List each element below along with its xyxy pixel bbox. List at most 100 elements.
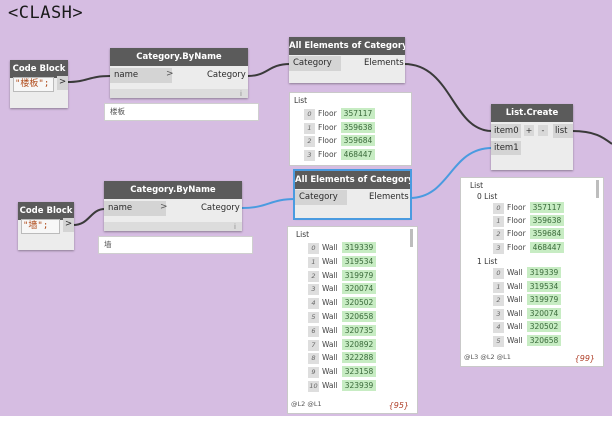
output-port-label[interactable]: Category <box>201 203 240 213</box>
item-index: 7 <box>308 339 319 351</box>
node-header: Code Block <box>18 202 74 220</box>
item-index: 5 <box>308 312 319 323</box>
add-input-button[interactable]: + <box>524 125 534 136</box>
input-port-name[interactable] <box>110 68 172 83</box>
code-input[interactable]: "楼板"; <box>13 77 54 92</box>
item-type: Floor <box>318 109 337 118</box>
item-index: 3 <box>308 284 319 296</box>
output-port-label[interactable]: Elements <box>364 58 404 68</box>
wire-all1-to-listcreate[interactable] <box>403 63 493 132</box>
item-index: 2 <box>493 295 504 306</box>
sublist-label-1[interactable]: 1 List <box>477 257 498 266</box>
preview-scrollbar[interactable] <box>596 180 599 198</box>
preview-scrollbar[interactable] <box>410 229 413 247</box>
element-id: 320502 <box>526 321 562 332</box>
item-type: Wall <box>322 284 338 294</box>
output-port-label[interactable]: Category <box>207 70 246 80</box>
category-byname-node-2[interactable]: Category.ByName name > Category i <box>104 181 242 231</box>
item-index: 1 <box>304 122 315 134</box>
output-port-label[interactable]: Elements <box>369 192 409 202</box>
info-icon: i <box>240 90 242 98</box>
node-header: Category.ByName <box>110 48 248 66</box>
remove-input-button[interactable]: - <box>538 125 548 136</box>
input-port-item0[interactable] <box>491 124 521 138</box>
wire-cat2-to-all2[interactable] <box>241 198 296 209</box>
input-port-label: name <box>108 203 133 213</box>
category-value-display-2: 墙 <box>98 236 253 254</box>
code-block-node-1[interactable]: Code Block "楼板"; > <box>10 60 68 108</box>
item-type: Wall <box>322 339 338 349</box>
item-type: Wall <box>507 322 523 331</box>
element-id: 320074 <box>341 283 377 295</box>
input-port-name[interactable] <box>104 201 166 216</box>
output-port-list[interactable] <box>553 124 573 138</box>
graph-canvas[interactable]: <CLASH> Code Block "楼板"; > Category.ByNa… <box>0 0 612 416</box>
category-value-display-1: 楼板 <box>104 103 259 121</box>
output-port-label: > <box>65 219 73 229</box>
item-index: 5 <box>493 335 504 347</box>
code-block-node-2[interactable]: Code Block "墙"; > <box>18 202 74 250</box>
wire-cb1-to-cat1[interactable] <box>66 75 111 83</box>
all-elements-node-1[interactable]: All Elements of Category Category Elemen… <box>289 37 405 83</box>
wire-cb2-to-cat2[interactable] <box>72 208 106 226</box>
item-index: 0 <box>493 203 504 214</box>
code-input[interactable]: "墙"; <box>21 219 60 234</box>
item-type: Wall <box>322 298 338 308</box>
node-header: List.Create <box>491 104 573 122</box>
category-byname-node-1[interactable]: Category.ByName name > Category i <box>110 48 248 98</box>
output-port[interactable] <box>63 218 74 232</box>
input-port-label: Category <box>293 58 332 68</box>
element-id: 320735 <box>341 324 377 336</box>
item-index: 2 <box>493 229 504 241</box>
list-create-node[interactable]: List.Create item0 + - list item1 <box>491 104 573 170</box>
element-id: 357117 <box>529 202 565 213</box>
item-type: Floor <box>507 242 526 252</box>
input-port-label: item1 <box>494 143 519 153</box>
sublist-label-0[interactable]: 0 List <box>477 192 498 201</box>
item-type: Wall <box>507 308 523 318</box>
item-type: Floor <box>318 149 337 159</box>
element-id: 320892 <box>341 338 377 350</box>
item-type: Wall <box>322 367 338 377</box>
element-id: 323158 <box>341 366 377 378</box>
item-type: Wall <box>507 335 523 345</box>
input-port-category[interactable] <box>289 56 341 71</box>
node-header: All Elements of Category <box>295 171 410 189</box>
list-levels: @L3 @L2 @L1 <box>464 353 511 361</box>
wire-all2-to-listcreate[interactable] <box>409 147 493 199</box>
input-port-label: item0 <box>494 126 519 136</box>
item-index: 0 <box>304 109 315 120</box>
output-port-label: list <box>555 126 568 136</box>
all-elements-node-2[interactable]: All Elements of Category Category Elemen… <box>293 169 412 220</box>
input-port-category[interactable] <box>295 190 347 205</box>
element-id: 359684 <box>340 135 376 146</box>
input-port-label: name <box>114 70 139 80</box>
input-port-item1[interactable] <box>491 141 521 155</box>
wires-layer <box>66 63 612 226</box>
item-type: Wall <box>322 353 338 363</box>
wire-listcreate-out[interactable] <box>571 130 612 145</box>
node-header: All Elements of Category <box>289 37 405 55</box>
element-id: 468447 <box>529 241 565 253</box>
chevron-right-icon: > <box>166 69 174 79</box>
item-index: 1 <box>493 281 504 293</box>
wire-cat1-to-all1[interactable] <box>247 63 291 77</box>
element-id: 319534 <box>526 280 562 292</box>
item-type: Wall <box>322 312 338 321</box>
element-id: 319534 <box>341 255 377 267</box>
output-port[interactable] <box>57 76 68 90</box>
item-count: {95} <box>388 401 409 410</box>
element-id: 320074 <box>526 307 562 319</box>
